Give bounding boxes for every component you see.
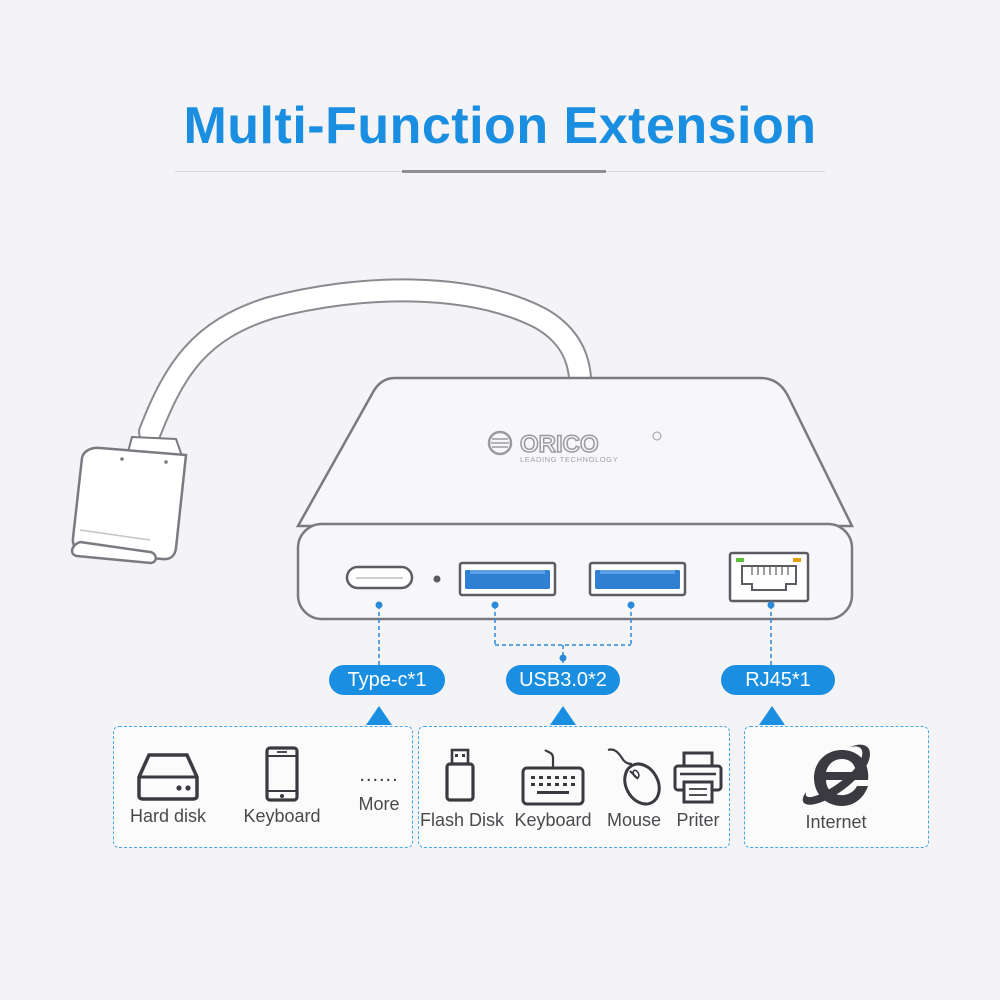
device-label: More: [358, 794, 400, 814]
dots-icon: ......: [359, 764, 399, 786]
panel-type-c-devices: [113, 726, 413, 848]
device-printer: Priter: [666, 748, 730, 831]
internet-explorer-icon: [802, 744, 870, 806]
device-flash-disk: Flash Disk: [420, 748, 505, 831]
keyboard-icon: [521, 749, 585, 806]
device-label: Internet: [805, 812, 867, 832]
flash-disk-icon: [445, 748, 475, 802]
phone-icon: [265, 746, 299, 802]
device-internet: Internet: [786, 740, 886, 833]
panel-usb-devices: [418, 726, 730, 848]
brand-name: ORICO: [520, 431, 599, 458]
headline: Multi-Function Extension: [183, 97, 817, 155]
tag-arrow-type-c: [366, 706, 392, 725]
rj45-port: [728, 551, 810, 603]
tag-type-c: Type-c*1: [329, 665, 445, 695]
usb-port-1: [458, 561, 557, 597]
brand-logo: ORICO LEADING TECHNOLOGY: [487, 430, 662, 464]
device-label: Priter: [676, 810, 720, 830]
usb-port-2: [588, 561, 687, 597]
hub-top: [295, 376, 855, 528]
headline-divider-accent: [402, 170, 606, 173]
device-label: Mouse: [606, 810, 662, 830]
hub-front: [296, 522, 854, 621]
device-mouse: Mouse: [600, 746, 668, 831]
mouse-icon: [607, 748, 661, 806]
device-label: Keyboard: [243, 806, 321, 826]
tag-rj45: RJ45*1: [721, 665, 835, 695]
indicator-led: [433, 575, 441, 583]
brand-tagline: LEADING TECHNOLOGY: [520, 455, 618, 464]
tag-usb3: USB3.0*2: [506, 665, 620, 695]
tag-arrow-rj45: [759, 706, 785, 725]
printer-icon: [673, 751, 723, 804]
device-type-c-phone: Keyboard: [220, 746, 344, 827]
device-keyboard: Keyboard: [512, 748, 594, 831]
hard-disk-icon: [137, 753, 199, 801]
device-label: Hard disk: [129, 806, 207, 826]
hub-illustration: ORICO LEADING TECHNOLOGY: [70, 278, 855, 665]
usb-c-plug: [70, 435, 188, 565]
device-hard-disk: Hard disk: [122, 752, 214, 827]
tag-arrow-usb3: [550, 706, 576, 725]
device-label: Flash Disk: [420, 810, 505, 830]
device-more: ...... More: [350, 764, 408, 815]
device-label: Keyboard: [514, 810, 592, 830]
